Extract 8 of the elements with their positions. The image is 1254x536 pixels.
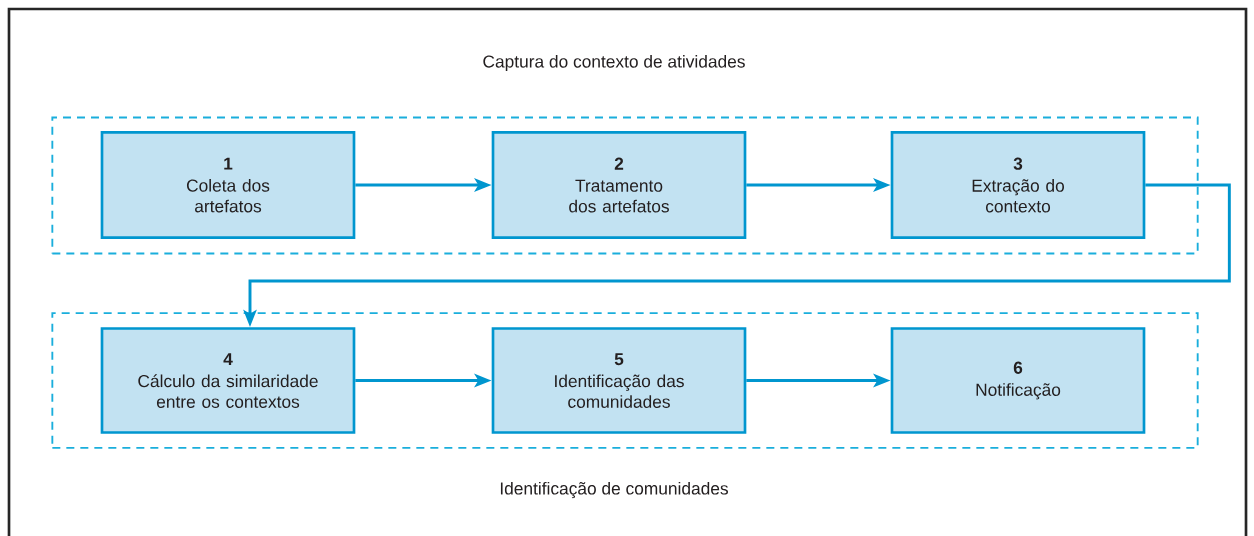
process-box: 1 Coleta dos artefatos xyxy=(100,131,356,239)
process-box: 2 Tratamento dos artefatos xyxy=(491,131,747,239)
process-box: 5 Identificação das comunidades xyxy=(491,327,747,434)
node-label: Captura do contexto de atividades xyxy=(483,54,745,72)
node-label: Identificação de comunidades xyxy=(500,481,728,499)
process-box: 4 Cálculo da similaridade entre os contextos xyxy=(100,327,356,434)
process-box: 6 Notificação xyxy=(890,327,1146,434)
process-box: 3 Extração do contexto xyxy=(890,131,1146,239)
